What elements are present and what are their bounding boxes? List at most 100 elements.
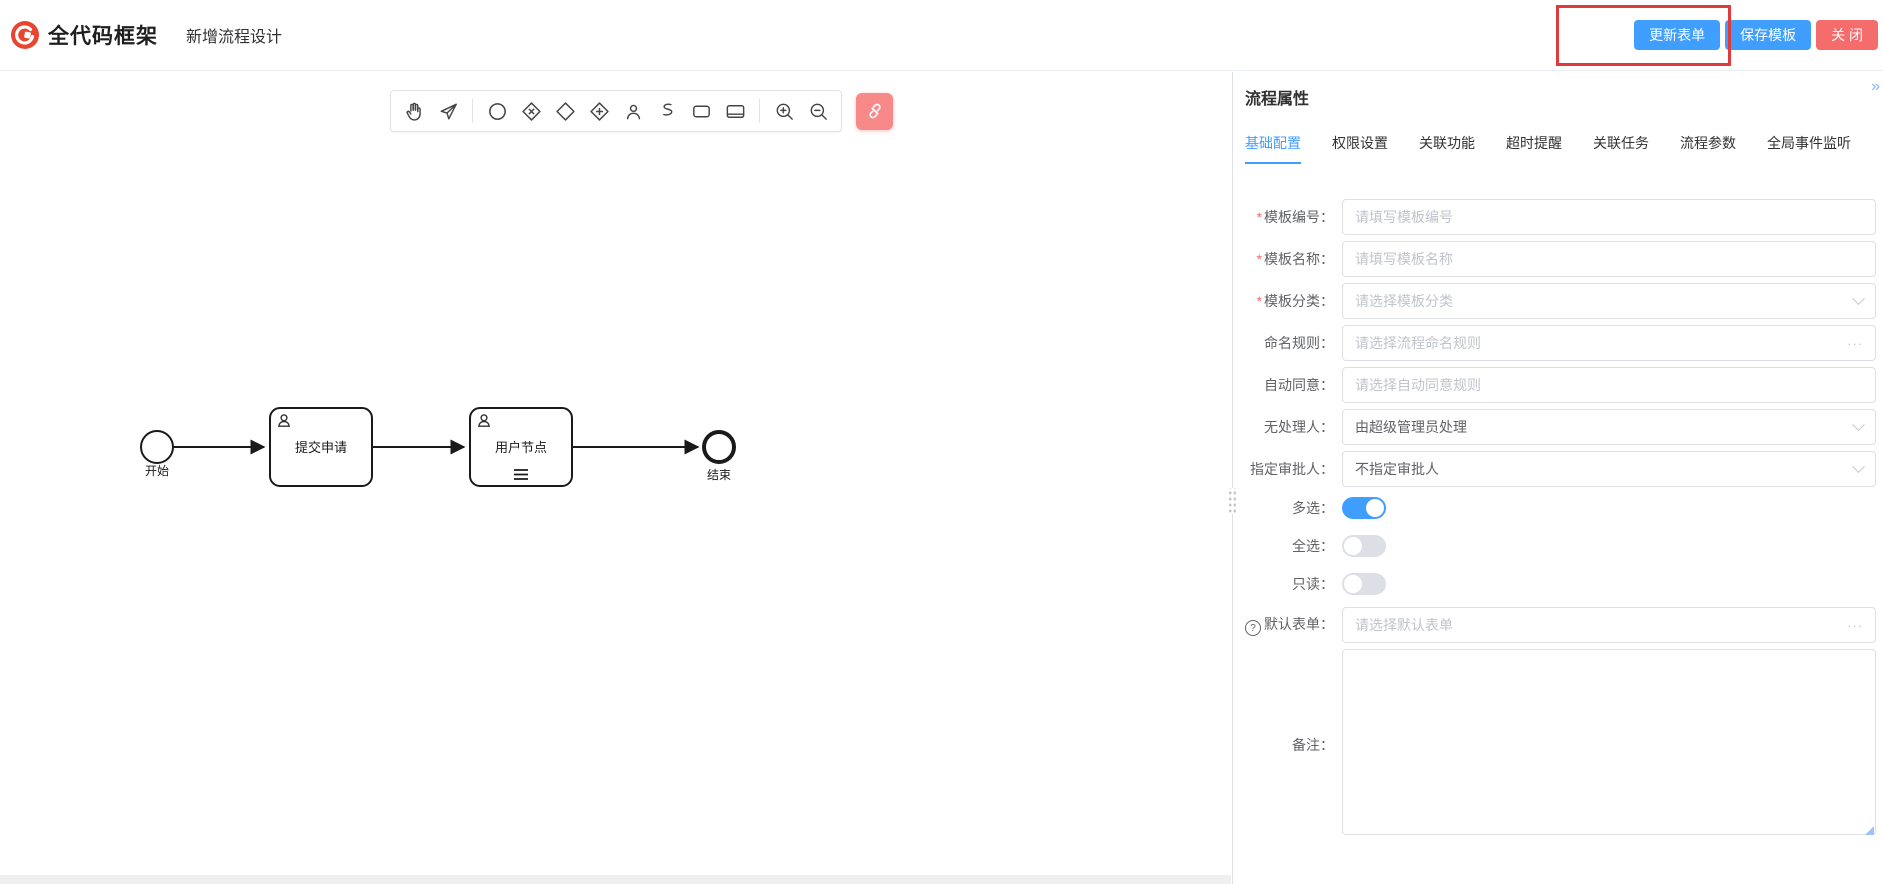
resize-grip-icon[interactable]: [1865, 826, 1874, 835]
horizontal-scrollbar[interactable]: [0, 875, 1231, 884]
label-text: 模板编号：: [1264, 209, 1334, 225]
basic-config-form: *模板编号： *模板名称： *模板分类： 请选择模板分类 命名规则： 请选择流程…: [1233, 199, 1883, 840]
label-text: 无处理人：: [1264, 419, 1334, 435]
panel-resize-handle[interactable]: [1227, 488, 1236, 514]
chevron-down-icon: [1852, 291, 1865, 305]
select-value: 由超级管理员处理: [1355, 419, 1467, 435]
task-submit-label: 提交申请: [295, 440, 347, 455]
exclusive-gateway-tool-button[interactable]: [514, 94, 548, 128]
user-task-icon: [277, 414, 291, 427]
label-text: 模板名称：: [1264, 251, 1334, 267]
task-user-label: 用户节点: [495, 440, 547, 455]
remark-textarea[interactable]: [1342, 649, 1876, 835]
default-form-label: ?默认表单：: [1233, 614, 1342, 637]
zoom-in-icon: [776, 103, 793, 120]
auto-agree-input[interactable]: [1342, 367, 1876, 403]
subprocess-icon: [726, 104, 744, 118]
label-text: 自动同意：: [1264, 377, 1334, 393]
no-handler-label: 无处理人：: [1233, 417, 1342, 437]
toggle-knob: [1366, 499, 1384, 517]
default-form-picker[interactable]: 请选择默认表单 ···: [1342, 607, 1876, 643]
multi-select-label: 多选：: [1233, 498, 1342, 518]
zoom-in-button[interactable]: [767, 94, 801, 128]
select-placeholder: 请选择模板分类: [1355, 293, 1453, 309]
tab-basic-config[interactable]: 基础配置: [1245, 133, 1301, 164]
update-form-button[interactable]: 更新表单: [1634, 20, 1721, 50]
logo-icon: [10, 20, 40, 50]
canvas-toolbar: [390, 90, 893, 132]
user-task-icon: [477, 414, 491, 427]
form-row-multi-select: 多选：: [1233, 493, 1876, 523]
tab-global-event-listener[interactable]: 全局事件监听: [1767, 135, 1851, 151]
assigned-approver-label: 指定审批人：: [1233, 459, 1342, 479]
tab-permission-settings[interactable]: 权限设置: [1332, 135, 1388, 151]
select-placeholder: 请选择默认表单: [1355, 617, 1453, 633]
form-row-auto-agree: 自动同意：: [1233, 367, 1876, 403]
connect-tool-button[interactable]: [431, 94, 465, 128]
start-event-node[interactable]: [140, 430, 174, 464]
naming-rule-label: 命名规则：: [1233, 333, 1342, 353]
label-text: 全选：: [1292, 538, 1334, 554]
chevron-down-icon: [1852, 417, 1865, 431]
toolbar-separator: [472, 99, 473, 123]
hand-tool-button[interactable]: [397, 94, 431, 128]
form-row-readonly: 只读：: [1233, 569, 1876, 599]
user-task-tool-button[interactable]: [616, 94, 650, 128]
form-row-select-all: 全选：: [1233, 531, 1876, 561]
tab-related-task[interactable]: 关联任务: [1593, 135, 1649, 151]
template-name-label: *模板名称：: [1233, 249, 1342, 269]
label-text: 只读：: [1292, 576, 1334, 592]
flow-canvas[interactable]: 开始 提交申请 用户节点 结束: [0, 72, 1231, 884]
select-all-toggle[interactable]: [1342, 535, 1386, 557]
form-row-assigned-approver: 指定审批人： 不指定审批人: [1233, 451, 1876, 487]
label-text: 模板分类：: [1264, 293, 1334, 309]
help-icon[interactable]: ?: [1245, 620, 1261, 637]
collapse-panel-icon[interactable]: »: [1871, 78, 1880, 95]
start-event-icon: [488, 102, 506, 120]
end-event-label: 结束: [707, 468, 731, 482]
task-submit-node[interactable]: [269, 407, 373, 487]
tab-timeout-reminder[interactable]: 超时提醒: [1506, 135, 1562, 151]
subprocess-tool-button[interactable]: [718, 94, 752, 128]
gateway-tool-button[interactable]: [548, 94, 582, 128]
assigned-approver-select[interactable]: 不指定审批人: [1342, 451, 1876, 487]
sequence-flow-tool-button[interactable]: [650, 94, 684, 128]
required-mark: *: [1256, 293, 1262, 309]
save-template-button[interactable]: 保存模板: [1725, 20, 1812, 50]
tab-related-function[interactable]: 关联功能: [1419, 135, 1475, 151]
task-tool-button[interactable]: [684, 94, 718, 128]
ellipsis-icon: ···: [1847, 617, 1863, 633]
clear-connections-button[interactable]: [856, 92, 893, 130]
form-row-template-name: *模板名称：: [1233, 241, 1876, 277]
user-icon: [626, 104, 640, 119]
no-handler-select[interactable]: 由超级管理员处理: [1342, 409, 1876, 445]
chevron-down-icon: [1852, 459, 1865, 473]
ellipsis-icon: ···: [1847, 335, 1863, 351]
parallel-gateway-tool-button[interactable]: [582, 94, 616, 128]
start-event-tool-button[interactable]: [480, 94, 514, 128]
connect-tool-icon: [440, 103, 457, 120]
tab-process-params[interactable]: 流程参数: [1680, 135, 1736, 151]
start-event-label: 开始: [145, 464, 169, 478]
exclusive-gateway-icon: [521, 101, 541, 121]
readonly-toggle[interactable]: [1342, 573, 1386, 595]
form-row-no-handler: 无处理人： 由超级管理员处理: [1233, 409, 1876, 445]
template-category-label: *模板分类：: [1233, 291, 1342, 311]
close-button[interactable]: 关 闭: [1816, 20, 1878, 50]
template-category-select[interactable]: 请选择模板分类: [1342, 283, 1876, 319]
zoom-out-button[interactable]: [801, 94, 835, 128]
form-row-template-code: *模板编号：: [1233, 199, 1876, 235]
page-title: 新增流程设计: [186, 29, 283, 46]
label-text: 命名规则：: [1264, 335, 1334, 351]
sequence-flow-icon: [662, 102, 672, 116]
brand-title: 全代码框架: [48, 25, 158, 48]
form-row-naming-rule: 命名规则： 请选择流程命名规则 ···: [1233, 325, 1876, 361]
end-event-node[interactable]: [702, 430, 736, 464]
task-icon: [692, 105, 710, 117]
task-user-node[interactable]: [469, 407, 573, 487]
template-name-input[interactable]: [1342, 241, 1876, 277]
multi-select-toggle[interactable]: [1342, 497, 1386, 519]
template-code-input[interactable]: [1342, 199, 1876, 235]
naming-rule-picker[interactable]: 请选择流程命名规则 ···: [1342, 325, 1876, 361]
